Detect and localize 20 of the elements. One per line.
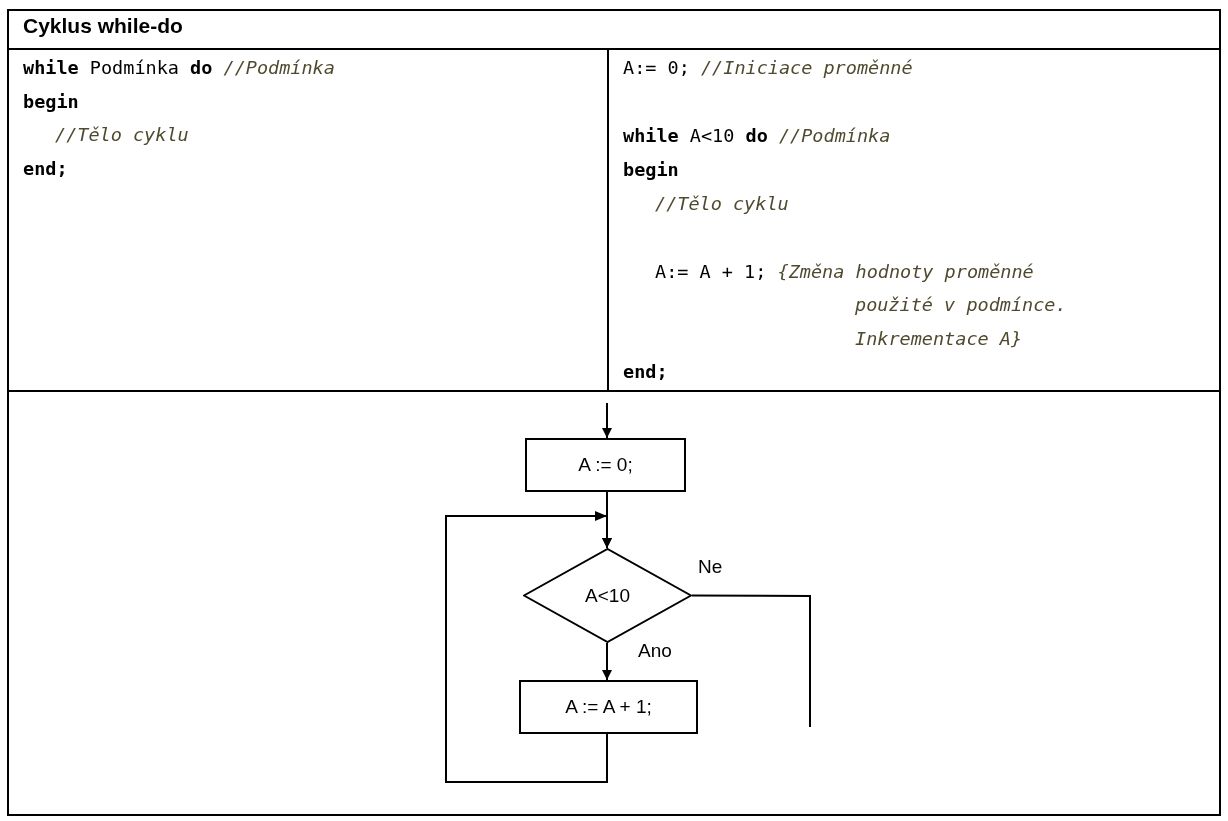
code-line: end; (623, 360, 668, 384)
code-line: while A<10 do //Podmínka (623, 124, 891, 148)
decision-diamond: A<10 (523, 548, 692, 643)
code-line: //Tělo cyklu (55, 123, 189, 147)
arrow (602, 402, 612, 439)
code-line: begin (623, 158, 679, 182)
code-line: A:= A + 1; {Změna hodnoty proměnné (655, 260, 1034, 284)
process-box: A := 0; (525, 438, 686, 492)
table-title: Cyklus while-do (23, 14, 183, 38)
code-line: begin (23, 90, 79, 114)
code-line: end; (23, 157, 68, 181)
arrow (602, 642, 612, 681)
code-line: //Tělo cyklu (655, 192, 789, 216)
process-box: A := A + 1; (519, 680, 698, 734)
code-line: Inkrementace A} (855, 327, 1023, 351)
code-line: while Podmínka do //Podmínka (23, 56, 335, 80)
connector-line (691, 594, 811, 728)
arrow (445, 511, 612, 783)
code-line: použité v podmínce. (855, 293, 1067, 317)
code-line: A:= 0; //Iniciace proměnné (623, 56, 913, 80)
